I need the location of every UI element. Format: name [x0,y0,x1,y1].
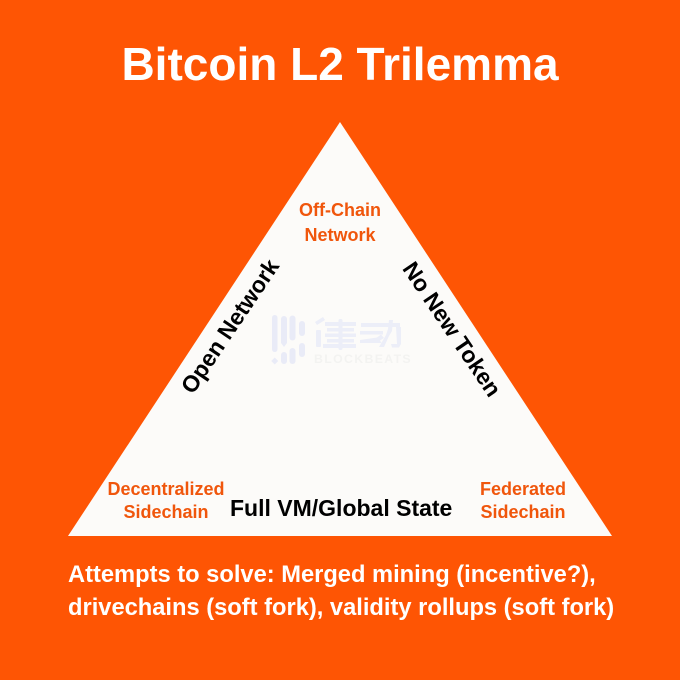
svg-text:BLOCKBEATS: BLOCKBEATS [314,352,412,366]
